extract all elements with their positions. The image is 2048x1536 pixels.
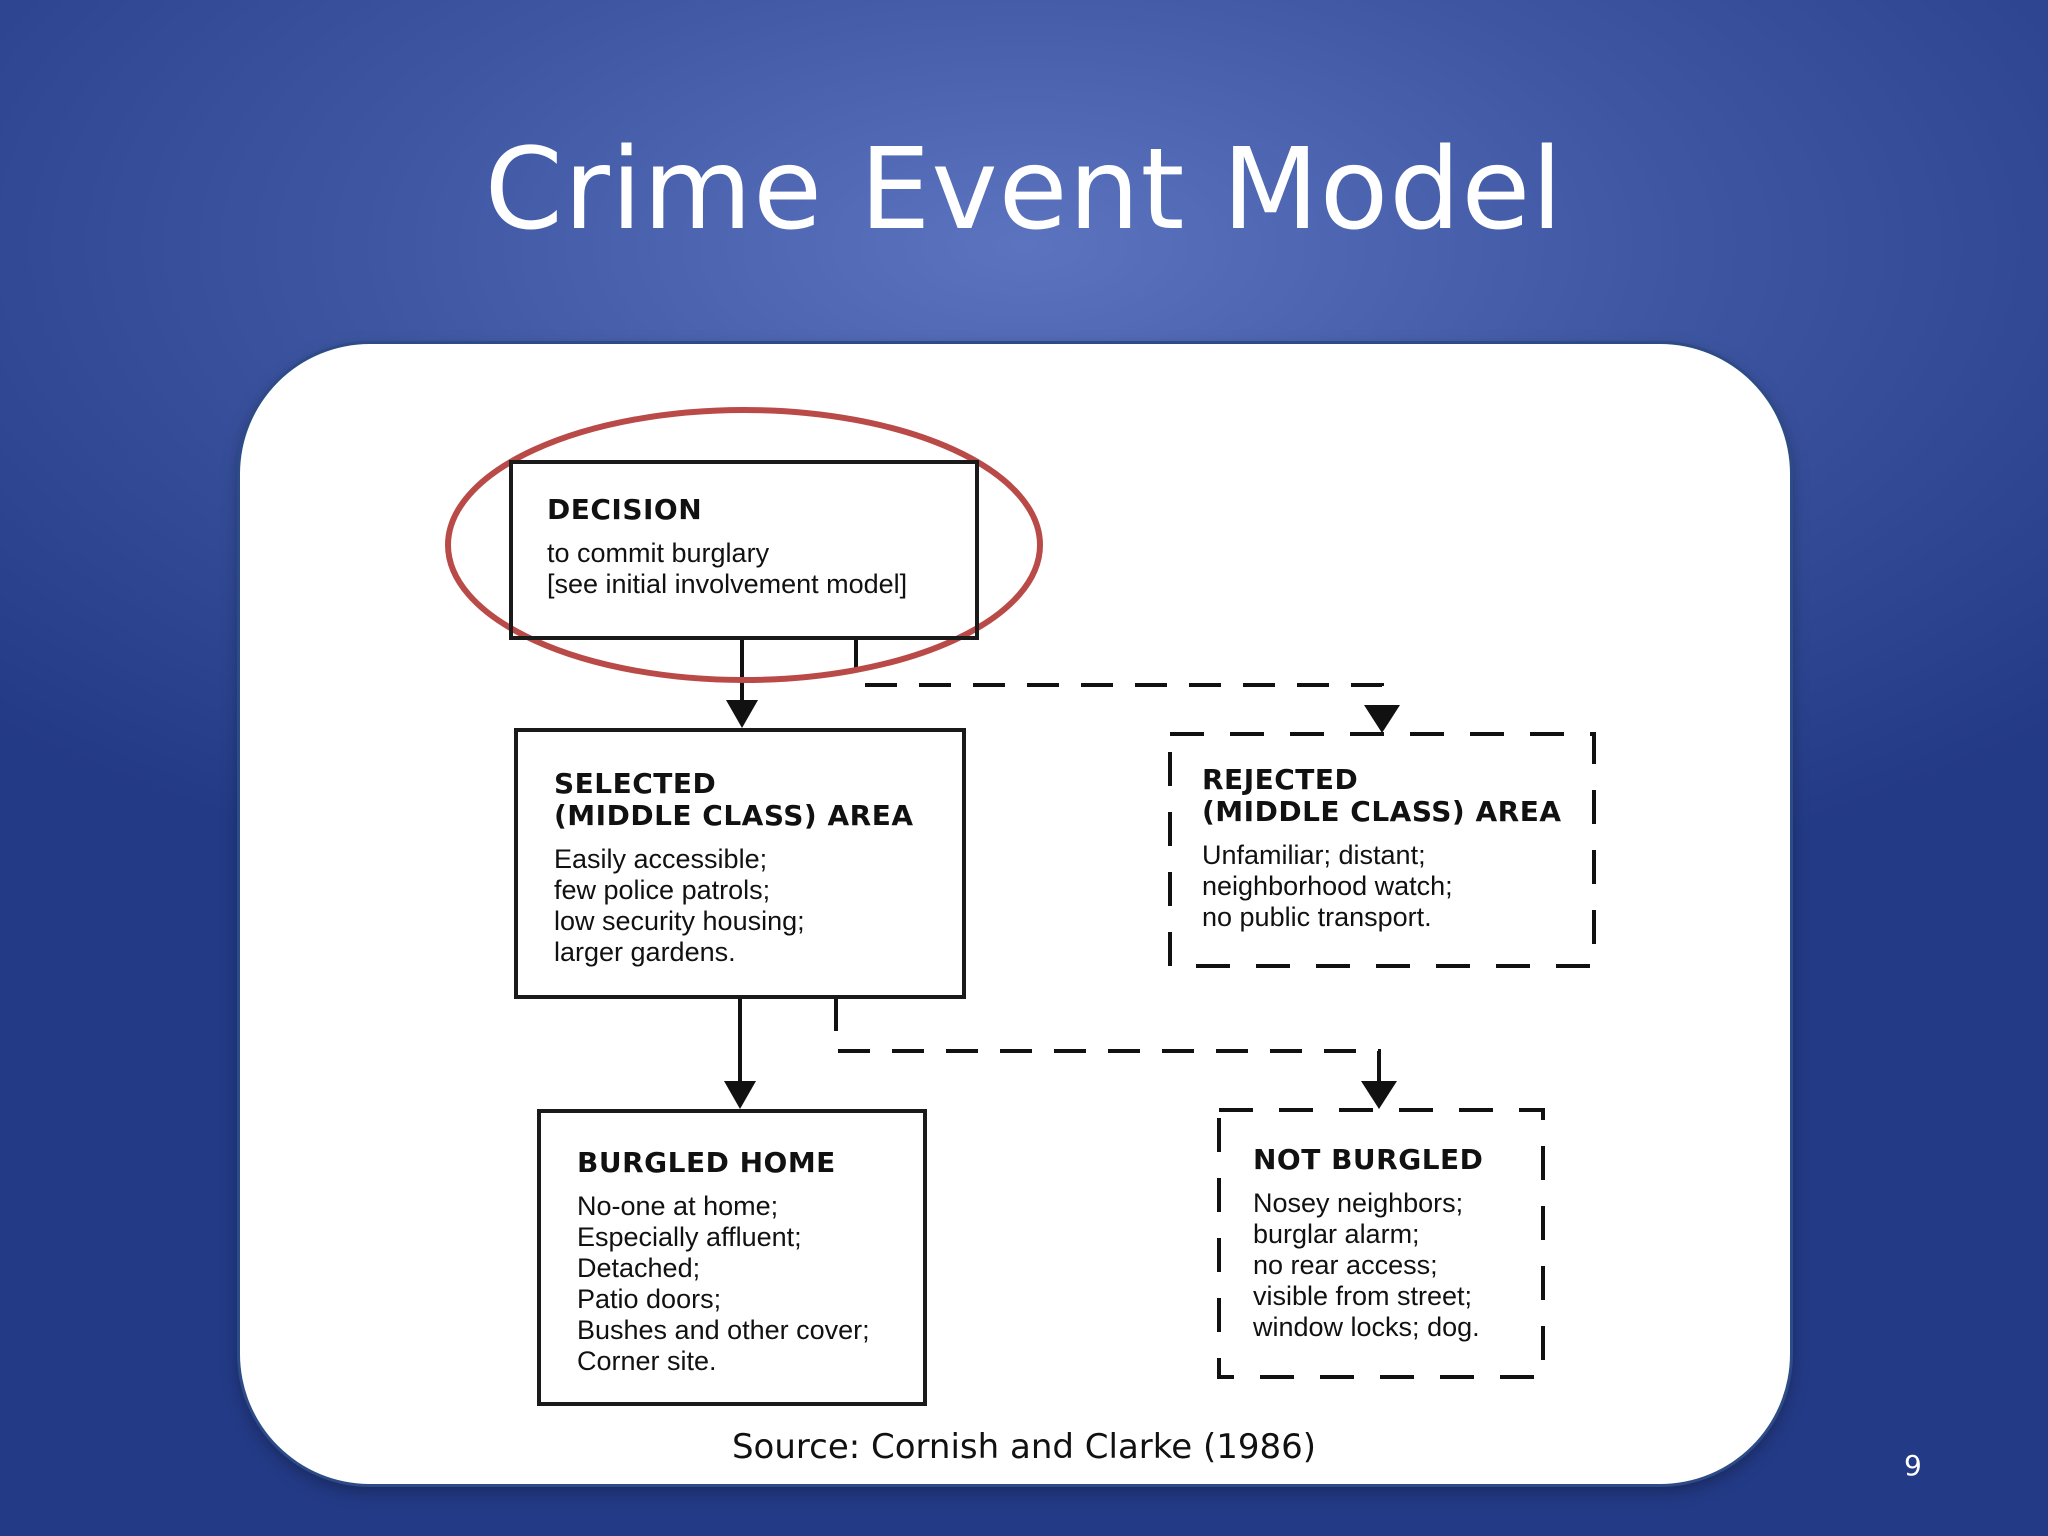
burgled-home-box: BURGLED HOME No-one at home; Especially … <box>537 1109 927 1406</box>
rejected-area-title: REJECTED (MIDDLE CLASS) AREA <box>1202 763 1562 828</box>
selected-area-title: SELECTED (MIDDLE CLASS) AREA <box>554 767 914 832</box>
page-number: 9 <box>1904 1449 1922 1482</box>
selected-area-box: SELECTED (MIDDLE CLASS) AREA Easily acce… <box>514 728 966 999</box>
rejected-box-border <box>1168 732 1596 968</box>
burgled-home-body: No-one at home; Especially affluent; Det… <box>577 1191 870 1376</box>
not-burgled-body: Nosey neighbors; burglar alarm; no rear … <box>1253 1188 1480 1342</box>
slide-title: Crime Event Model <box>484 125 1564 255</box>
selected-area-body: Easily accessible; few police patrols; l… <box>554 844 805 967</box>
edge-selected-to-burgled <box>724 999 756 1109</box>
decision-box: DECISION to commit burglary [see initial… <box>509 460 979 640</box>
not-burgled-box-border <box>1217 1108 1545 1379</box>
edge-decision-to-rejected <box>854 640 1400 733</box>
not-burgled-title: NOT BURGLED <box>1253 1143 1484 1176</box>
rejected-area-box: REJECTED (MIDDLE CLASS) AREA Unfamiliar;… <box>1170 734 1594 966</box>
decision-title: DECISION <box>547 493 703 526</box>
diagram-panel <box>240 344 1790 1484</box>
edge-decision-to-selected <box>726 640 758 728</box>
source-citation: Source: Cornish and Clarke (1986) <box>731 1427 1317 1467</box>
highlight-ellipse <box>445 407 1043 683</box>
decision-body: to commit burglary [see initial involvem… <box>547 538 908 599</box>
edge-selected-to-not-burgled <box>834 999 1397 1109</box>
rejected-area-body: Unfamiliar; distant; neighborhood watch;… <box>1202 840 1453 932</box>
burgled-home-title: BURGLED HOME <box>577 1146 836 1179</box>
not-burgled-box: NOT BURGLED Nosey neighbors; burglar ala… <box>1219 1110 1543 1377</box>
